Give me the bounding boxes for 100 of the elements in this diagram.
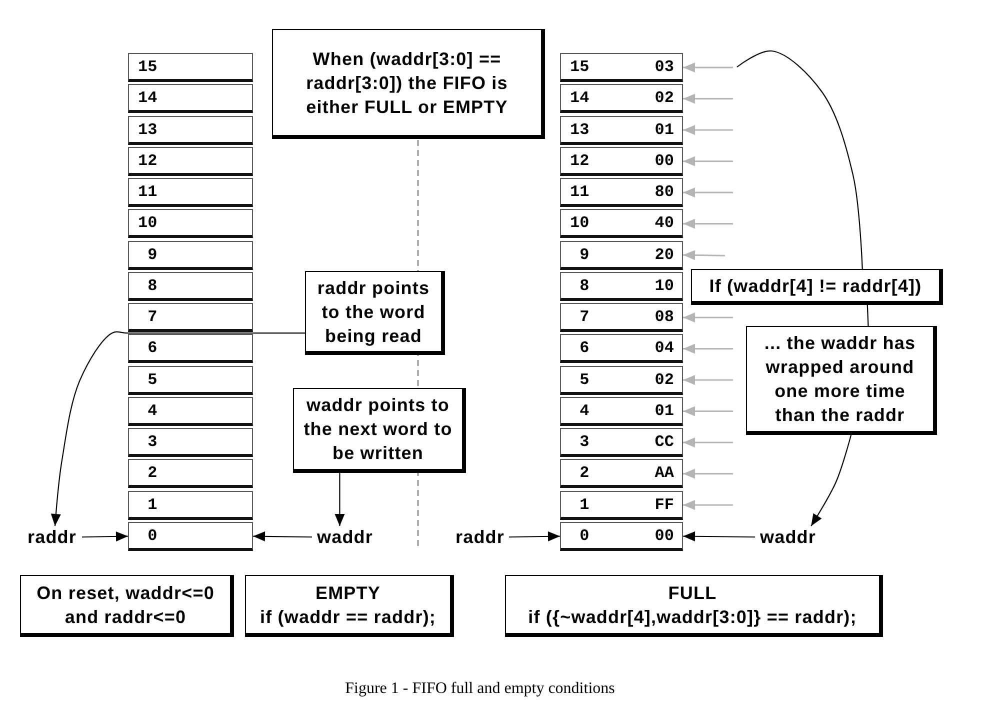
cell-address: 15	[570, 58, 590, 76]
memory-cell	[128, 428, 253, 457]
cell-address: 7	[578, 308, 590, 326]
cell-address: 13	[570, 120, 590, 138]
callout-text: waddr points to the next word to be written	[302, 394, 454, 465]
cell-address: 6	[578, 339, 590, 358]
memory-cell	[560, 178, 683, 207]
callout-box	[746, 326, 937, 435]
cell-address: 10	[570, 214, 590, 232]
cell-value: FF	[654, 496, 674, 514]
cell-value: 01	[654, 120, 674, 138]
cell-value: 04	[654, 339, 674, 358]
arrow	[683, 94, 733, 104]
memory-cell	[128, 303, 253, 332]
condition-box	[20, 575, 234, 637]
cell-address: 3	[578, 433, 590, 451]
memory-cell	[128, 84, 253, 114]
cell-address: 5	[578, 370, 590, 388]
pointer-label: raddr	[22, 526, 82, 548]
arrow	[683, 156, 733, 166]
arrow	[683, 438, 733, 448]
callout-text: raddr points to the word being read	[316, 276, 431, 348]
memory-cell	[560, 522, 683, 551]
cell-address: 15	[138, 58, 158, 76]
cell-address: 11	[138, 183, 158, 201]
arrow	[82, 531, 128, 542]
memory-cell	[560, 303, 683, 332]
cell-value: CC	[654, 433, 674, 451]
cell-address: 12	[138, 152, 158, 170]
cell-value: 01	[654, 402, 674, 420]
memory-cell	[128, 240, 253, 270]
figure-caption: Figure 1 - FIFO full and empty conditions	[344, 680, 616, 698]
arrow	[683, 500, 733, 510]
cell-address: 0	[578, 526, 590, 545]
arrow	[683, 375, 733, 385]
condition-text: if (waddr == raddr);	[260, 606, 436, 628]
cell-address: 3	[146, 433, 158, 451]
condition-heading: FULL	[668, 582, 717, 604]
callout-box	[293, 388, 466, 473]
condition-text: if ({~waddr[4],waddr[3:0]} == raddr);	[528, 606, 857, 628]
memory-cell	[560, 146, 683, 176]
memory-cell	[128, 209, 253, 238]
arrow	[683, 531, 755, 542]
callout-box	[305, 271, 445, 355]
condition-heading: EMPTY	[315, 582, 380, 604]
cell-address: 2	[578, 464, 590, 482]
memory-cell	[560, 490, 683, 520]
cell-address: 0	[146, 526, 158, 545]
arrow	[683, 188, 733, 198]
cell-address: 8	[578, 276, 590, 295]
memory-cell	[128, 522, 253, 551]
memory-cell	[128, 366, 253, 394]
arrow	[683, 125, 733, 135]
memory-cell	[560, 53, 683, 82]
memory-cell	[128, 396, 253, 426]
cell-address: 13	[138, 120, 158, 138]
memory-cell	[560, 209, 683, 238]
arrow	[682, 250, 726, 260]
connector-line	[736, 50, 863, 270]
cell-value: 10	[654, 276, 674, 295]
arrow	[683, 468, 733, 479]
memory-cell	[560, 396, 683, 426]
cell-address: 1	[146, 496, 158, 514]
note-box	[272, 29, 545, 139]
arrow	[683, 312, 733, 322]
memory-cell	[128, 490, 253, 520]
memory-cell	[560, 272, 683, 301]
memory-cell	[560, 459, 683, 488]
cell-value: 80	[654, 183, 674, 201]
cell-address: 9	[146, 246, 158, 264]
memory-cell	[128, 116, 253, 144]
cell-address: 5	[146, 370, 158, 388]
pointer-label: raddr	[451, 526, 509, 548]
memory-cell	[560, 334, 683, 364]
cell-value: 03	[654, 58, 674, 76]
memory-cell	[560, 366, 683, 394]
cell-value: 02	[654, 89, 674, 108]
callout-box	[691, 269, 943, 305]
cell-value: 08	[654, 308, 674, 326]
arrow	[683, 406, 733, 416]
arrow	[334, 473, 345, 526]
arrow	[810, 434, 852, 526]
cell-address: 8	[146, 276, 158, 295]
callout-text: When (waddr[3:0] == raddr[3:0]) the FIFO is either FULL or EMPTY	[305, 48, 509, 118]
memory-cell	[128, 459, 253, 488]
memory-cell	[560, 240, 683, 270]
cell-value: AA	[654, 464, 674, 482]
memory-cell	[128, 272, 253, 301]
arrow	[253, 531, 312, 542]
cell-value: 20	[654, 246, 674, 264]
memory-cell	[128, 178, 253, 207]
pointer-label: waddr	[755, 526, 821, 548]
arrow	[683, 344, 733, 354]
memory-cell	[560, 428, 683, 457]
memory-cell	[128, 334, 253, 364]
cell-value: 02	[654, 370, 674, 388]
cell-value: 00	[654, 526, 674, 545]
memory-cell	[128, 53, 253, 82]
callout-text: ... the waddr has wrapped around one more time than the raddr	[763, 332, 917, 427]
cell-address: 10	[138, 214, 158, 232]
